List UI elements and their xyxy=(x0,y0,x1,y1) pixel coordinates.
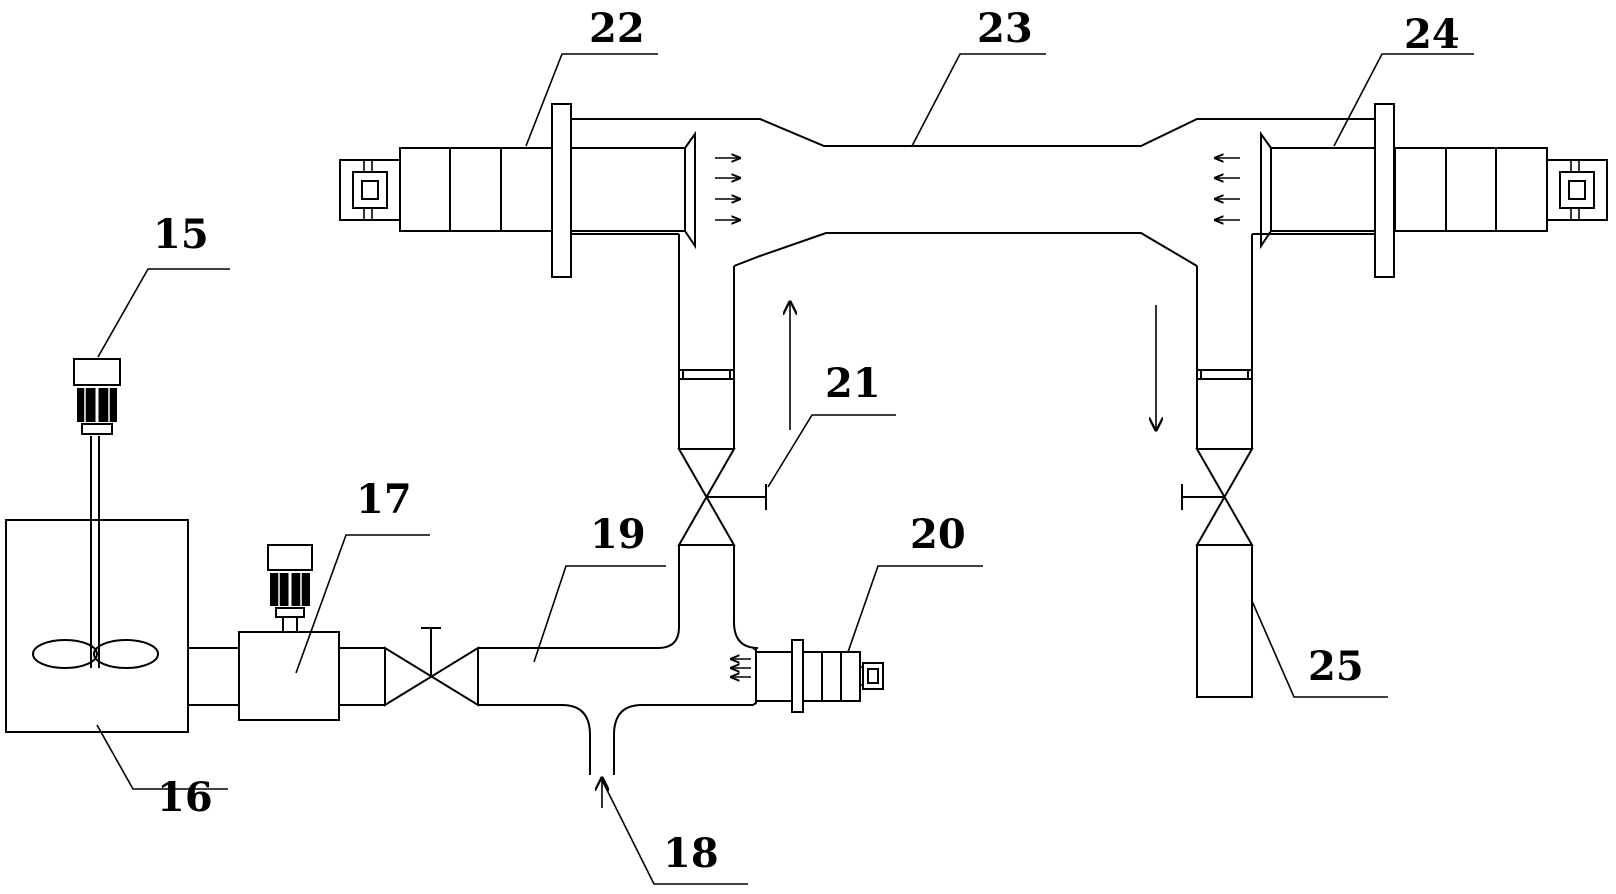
small-nozzle xyxy=(752,639,884,713)
label-20: 20 xyxy=(910,511,966,558)
outlet-pipe xyxy=(1196,544,1253,698)
right-nozzle-flow-arrows xyxy=(1215,158,1240,220)
left-nozzle-flow-arrows xyxy=(715,158,740,220)
pipe-pump-to-valve xyxy=(339,647,385,706)
right-outlet-valve xyxy=(1181,448,1254,546)
label-22: 22 xyxy=(589,5,645,52)
label-21: 21 xyxy=(825,360,881,407)
leader-lines xyxy=(96,53,1474,885)
left-nozzle xyxy=(339,103,696,278)
main-pipe xyxy=(478,545,759,775)
label-18: 18 xyxy=(663,830,719,877)
label-15: 15 xyxy=(153,211,209,258)
label-23: 23 xyxy=(977,5,1033,52)
agitator-motor xyxy=(73,358,121,435)
left-riser-valve xyxy=(677,448,767,546)
mixing-chamber xyxy=(569,118,1375,267)
label-17: 17 xyxy=(356,476,412,523)
label-24: 24 xyxy=(1404,11,1460,58)
feed-valve xyxy=(384,627,479,707)
label-19: 19 xyxy=(590,511,646,558)
right-nozzle xyxy=(1260,103,1608,278)
pump xyxy=(238,544,340,721)
right-downcomer-pipe xyxy=(1196,234,1253,449)
pipe-tank-to-pump xyxy=(188,647,239,706)
labels: 15 16 17 18 19 20 21 22 23 24 25 xyxy=(153,5,1460,877)
label-16: 16 xyxy=(157,774,213,821)
left-riser-pipe xyxy=(678,234,735,449)
agitator xyxy=(32,436,159,669)
label-25: 25 xyxy=(1308,643,1364,690)
mixing-tank xyxy=(5,519,189,733)
small-nozzle-flow-arrows xyxy=(731,659,751,677)
